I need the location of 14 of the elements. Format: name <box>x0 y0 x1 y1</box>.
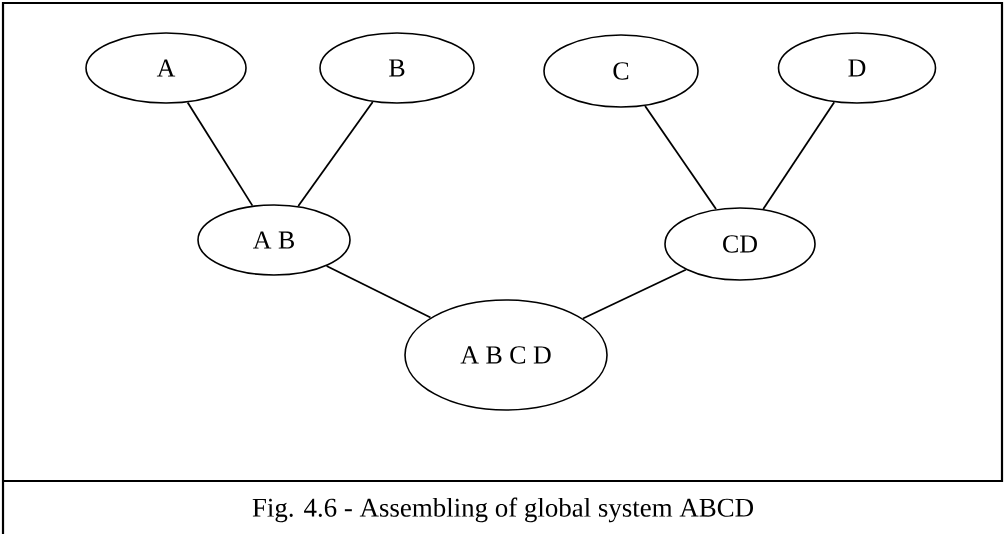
caption: Fig. 4.6 - Assembling of global system ABCD <box>252 497 753 523</box>
connector-line <box>325 265 432 319</box>
ellipse-node: B <box>319 32 475 104</box>
connector-line <box>186 101 254 207</box>
connector-line <box>762 101 836 210</box>
connector-line <box>582 268 687 320</box>
connector-line <box>297 101 374 207</box>
ellipse-node: A B <box>197 204 351 276</box>
connector-line <box>644 105 717 210</box>
ellipse-node: A B C D <box>404 299 608 411</box>
ellipse-node: CD <box>664 207 816 281</box>
ellipse-node: A <box>85 32 247 104</box>
ellipse-node: C <box>543 34 699 108</box>
ellipse-node: D <box>777 32 937 104</box>
